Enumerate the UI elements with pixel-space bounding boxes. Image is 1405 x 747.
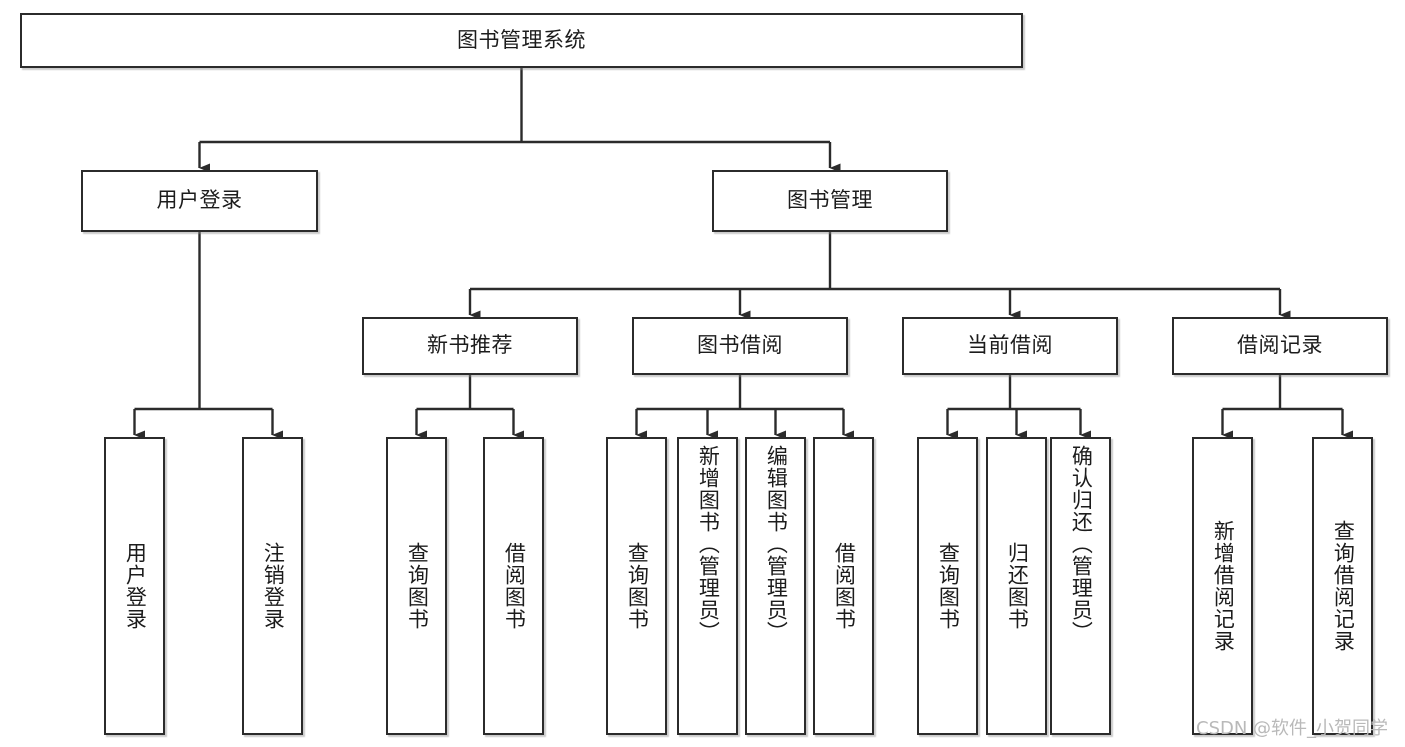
node-label-root: 图书管理系统 (457, 27, 586, 52)
node-box-leaf-query-rec[interactable]: 查询借阅记录 (1312, 437, 1373, 735)
node-label-borrow-record: 借阅记录 (1237, 333, 1323, 358)
node-label-current-borrow: 当前借阅 (967, 333, 1053, 358)
node-label-leaf-borrow-2: 借阅图书 (832, 542, 857, 630)
node-box-borrow-record[interactable]: 借阅记录 (1172, 317, 1388, 375)
node-label-leaf-return: 归还图书 (1005, 542, 1030, 630)
node-label-leaf-add-book: 新增图书（管理员） (696, 445, 721, 643)
node-label-leaf-query-2: 查询图书 (625, 542, 650, 630)
node-box-leaf-return[interactable]: 归还图书 (986, 437, 1047, 735)
node-label-leaf-borrow-1: 借阅图书 (502, 542, 527, 630)
node-box-current-borrow[interactable]: 当前借阅 (902, 317, 1118, 375)
node-box-user-login[interactable]: 用户登录 (81, 170, 318, 232)
node-label-leaf-confirm: 确认归还（管理员） (1069, 445, 1094, 643)
node-box-leaf-add-book[interactable]: 新增图书（管理员） (677, 437, 738, 735)
node-label-leaf-add-rec: 新增借阅记录 (1211, 520, 1236, 652)
node-box-leaf-user-login[interactable]: 用户登录 (104, 437, 165, 735)
node-label-user-login: 用户登录 (156, 188, 243, 213)
node-box-leaf-logout[interactable]: 注销登录 (242, 437, 303, 735)
node-label-leaf-query-1: 查询图书 (405, 542, 430, 630)
node-label-leaf-user-login: 用户登录 (123, 542, 148, 630)
node-box-new-book-rec[interactable]: 新书推荐 (362, 317, 578, 375)
node-label-leaf-edit-book: 编辑图书（管理员） (764, 445, 789, 643)
node-label-book-manage: 图书管理 (787, 188, 873, 213)
node-label-leaf-logout: 注销登录 (261, 542, 286, 630)
node-label-leaf-query-3: 查询图书 (936, 542, 961, 630)
node-label-new-book-rec: 新书推荐 (427, 333, 513, 358)
node-box-leaf-add-rec[interactable]: 新增借阅记录 (1192, 437, 1253, 735)
node-box-book-manage[interactable]: 图书管理 (712, 170, 948, 232)
node-box-leaf-query-2[interactable]: 查询图书 (606, 437, 667, 735)
node-box-leaf-borrow-2[interactable]: 借阅图书 (813, 437, 874, 735)
node-box-root[interactable]: 图书管理系统 (20, 13, 1023, 68)
node-box-leaf-borrow-1[interactable]: 借阅图书 (483, 437, 544, 735)
node-box-leaf-confirm[interactable]: 确认归还（管理员） (1050, 437, 1111, 735)
node-label-book-borrow: 图书借阅 (697, 333, 783, 358)
node-box-leaf-edit-book[interactable]: 编辑图书（管理员） (745, 437, 806, 735)
node-box-book-borrow[interactable]: 图书借阅 (632, 317, 848, 375)
node-box-leaf-query-3[interactable]: 查询图书 (917, 437, 978, 735)
node-label-leaf-query-rec: 查询借阅记录 (1331, 520, 1356, 652)
node-box-leaf-query-1[interactable]: 查询图书 (386, 437, 447, 735)
